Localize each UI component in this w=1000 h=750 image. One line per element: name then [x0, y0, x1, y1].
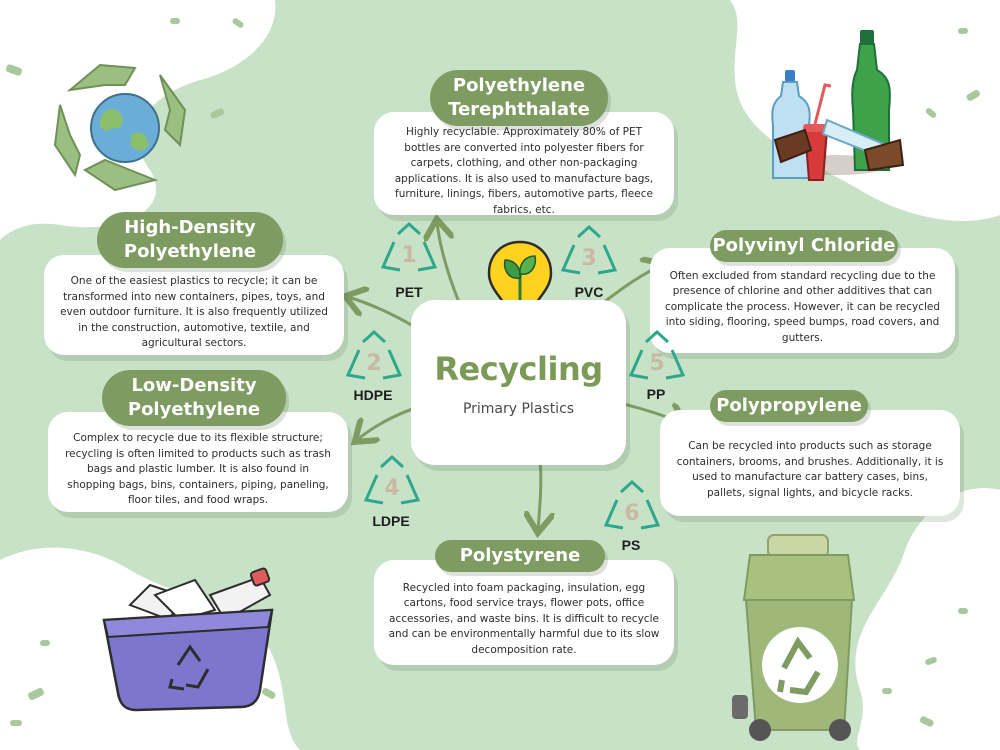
plastic-bottles-icon [771, 30, 905, 181]
hdpe-name: High-Density Polyethylene [123, 217, 257, 262]
hdpe-description-card: One of the easiest plastics to recycle; … [44, 255, 344, 355]
center-subtitle: Primary Plastics [462, 401, 575, 417]
code-1: 1 [401, 243, 416, 268]
pet-name: Polyethylene Terephthalate [448, 75, 590, 120]
ps-name: Polystyrene [459, 545, 581, 566]
code-2: 2 [366, 351, 381, 376]
ps-description-card: Recycled into foam packaging, insulation… [374, 560, 674, 665]
recycle-symbol-3-icon: 3 [560, 225, 618, 275]
pet-description-card: Highly recyclable. Approximately 80% of … [374, 112, 674, 216]
ldpe-name-pill: Low-Density Polyethylene [102, 370, 286, 426]
code-3: 3 [581, 246, 596, 271]
pvc-description-card: Often excluded from standard recycling d… [650, 248, 955, 353]
hdpe-name-pill: High-Density Polyethylene [97, 212, 283, 268]
code-6: 6 [624, 501, 639, 526]
pet-description: Highly recyclable. Approximately 80% of … [394, 126, 654, 216]
pp-description-card: Can be recycled into products such as st… [660, 410, 960, 516]
center-card [411, 300, 626, 465]
code-label-ldpe: LDPE [372, 513, 410, 529]
ldpe-description: Complex to recycle due to its flexible s… [65, 432, 331, 507]
pvc-description: Often excluded from standard recycling d… [664, 269, 941, 344]
code-label-pet: PET [395, 284, 423, 300]
recycle-symbol-1-icon: 1 [380, 222, 438, 272]
code-5: 5 [649, 351, 664, 376]
code-label-hdpe: HDPE [353, 387, 393, 403]
pvc-name: Polyvinyl Chloride [712, 235, 896, 256]
ldpe-description-card: Complex to recycle due to its flexible s… [48, 412, 348, 512]
recycle-symbol-5-icon: 5 [628, 330, 686, 380]
pvc-name-pill: Polyvinyl Chloride [710, 230, 898, 262]
recycle-symbol-4-icon: 4 [363, 455, 421, 505]
recycling-bin-icon [732, 534, 856, 741]
pp-description: Can be recycled into products such as st… [676, 440, 944, 499]
center-title: Recycling [434, 350, 603, 388]
hdpe-description: One of the easiest plastics to recycle; … [60, 275, 328, 350]
pp-name: Polypropylene [716, 395, 862, 416]
code-label-ps: PS [621, 537, 641, 553]
code-label-pvc: PVC [574, 284, 604, 300]
ps-description: Recycled into foam packaging, insulation… [388, 581, 660, 656]
pet-name-pill: Polyethylene Terephthalate [430, 70, 608, 126]
recycling-globe-icon [53, 63, 187, 192]
code-label-pp: PP [646, 386, 666, 402]
ps-name-pill: Polystyrene [435, 540, 605, 572]
code-4: 4 [384, 476, 399, 501]
pp-name-pill: Polypropylene [710, 390, 868, 422]
recycle-symbol-2-icon: 2 [345, 330, 403, 380]
recycle-symbol-6-icon: 6 [603, 480, 661, 530]
ldpe-name: Low-Density Polyethylene [127, 375, 261, 420]
recycling-basket-icon [102, 567, 274, 712]
